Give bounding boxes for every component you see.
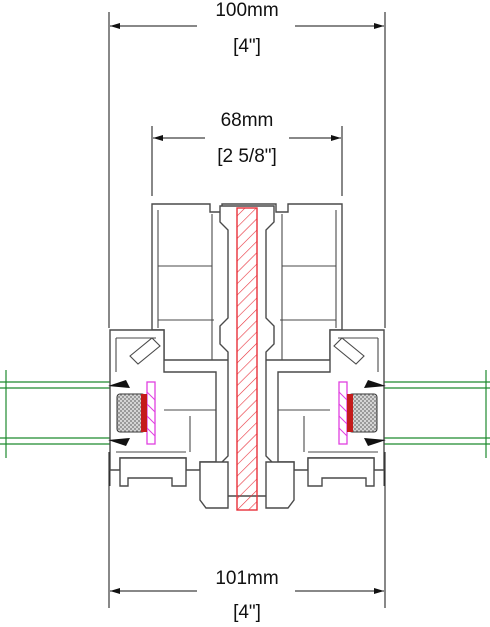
dimension-core-metric: 68mm xyxy=(221,110,274,131)
dimension-bottom-metric: 101mm xyxy=(215,568,278,589)
dimension-top-imperial: [4"] xyxy=(233,36,261,57)
spacer-right xyxy=(347,393,378,433)
dimension-core-imperial: [2 5/8"] xyxy=(217,146,277,167)
glazing-right xyxy=(368,370,490,458)
steel-reinforcement xyxy=(236,207,258,511)
dimension-top-overall: 100mm [4"] xyxy=(108,0,386,328)
dimension-bottom-imperial: [4"] xyxy=(233,602,261,623)
gasket-right xyxy=(338,381,348,445)
glazing-left xyxy=(0,370,128,458)
dimension-core: 68mm [2 5/8"] xyxy=(151,110,343,196)
dimension-bottom-overall: 101mm [4"] xyxy=(108,452,386,623)
glazing-seals xyxy=(108,380,386,446)
spacer-left xyxy=(116,393,147,433)
dimension-top-metric: 100mm xyxy=(215,0,278,21)
gasket-left xyxy=(146,381,156,445)
